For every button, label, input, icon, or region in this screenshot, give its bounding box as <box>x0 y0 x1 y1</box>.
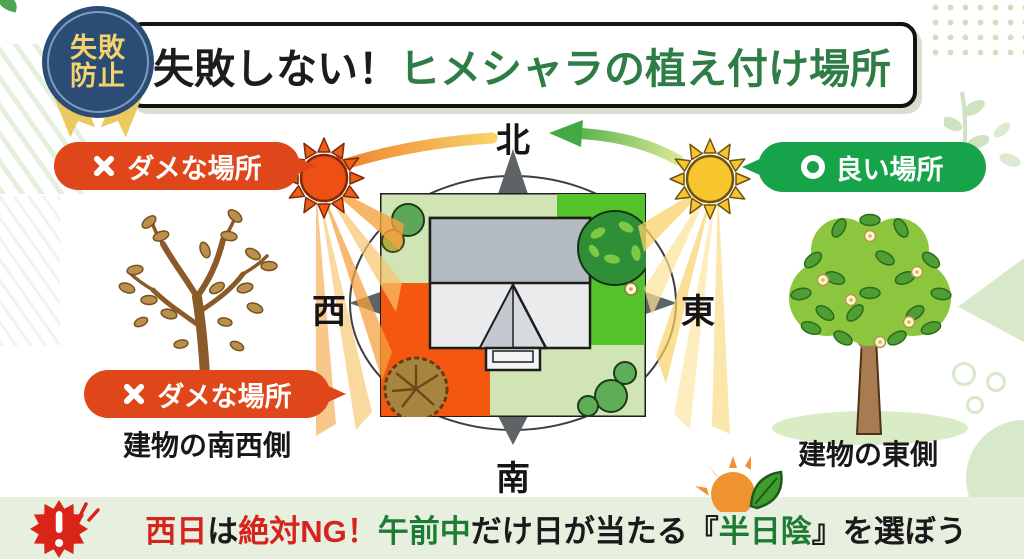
footer-seg: 西日 <box>145 513 208 549</box>
footer-advice-bar: 西日は絶対NG！午前中だけ日が当たる『半日陰』を選ぼう <box>0 497 1024 559</box>
bubble-tail <box>326 385 346 403</box>
east-caption: 建物の東側 <box>797 439 938 470</box>
good-place-label: 良い場所 <box>835 154 944 185</box>
warning-burst-icon <box>30 500 100 558</box>
east-sun-icon <box>669 138 751 220</box>
cross-icon <box>92 154 116 178</box>
compass-east-label: 東 <box>681 293 715 331</box>
good-place-callout-east: 良い場所 <box>742 142 986 192</box>
ring-decoration <box>966 396 984 414</box>
plot-flower <box>624 282 638 296</box>
footer-seg: は <box>207 513 239 549</box>
bad-place-callout-west: ダメな場所 <box>54 142 316 190</box>
badge-line2: 防止 <box>70 61 126 91</box>
ring-decoration <box>986 372 1006 392</box>
site-plan <box>380 193 646 417</box>
compass-north-label: 北 <box>496 122 530 160</box>
plot-bush-east <box>577 210 646 286</box>
page-title: ヒメシャラの植え付け場所 <box>399 46 891 92</box>
title-prefix: 失敗しない！ <box>153 46 399 92</box>
footer-seg: 半日陰 <box>718 513 812 549</box>
healthy-tree-illustration <box>772 213 968 445</box>
cross-icon <box>122 382 146 406</box>
south-needle-icon <box>498 416 528 445</box>
half-shade-sun-leaf-icon <box>695 456 783 512</box>
failure-prevention-badge: 失敗 防止 <box>42 6 154 118</box>
southwest-caption: 建物の南西側 <box>122 430 291 461</box>
withered-tree-illustration <box>118 209 278 377</box>
bad-place-label: ダメな場所 <box>157 381 292 412</box>
west-sun-rays <box>316 182 404 436</box>
dots-decoration <box>928 0 1024 62</box>
bubble-tail <box>742 158 762 176</box>
plot-dead-tree <box>383 356 449 417</box>
footer-seg: 午前中 <box>377 513 471 549</box>
footer-seg: 絶対NG！ <box>238 513 378 549</box>
compass-south-label: 南 <box>496 460 530 498</box>
footer-seg: だけ日が当たる『 <box>470 513 719 549</box>
tree-flowers <box>816 229 924 349</box>
house-illustration <box>428 216 592 372</box>
north-needle-icon <box>498 149 528 194</box>
entrance-steps <box>484 346 542 372</box>
plot-bushes-south <box>577 361 637 417</box>
bad-place-label: ダメな場所 <box>127 153 262 184</box>
badge-line1: 失敗 <box>70 32 126 63</box>
compass-west-label: 西 <box>312 293 346 331</box>
bubble-tail <box>296 157 316 175</box>
east-sun-rays <box>638 182 730 434</box>
title-bar: 失敗しない！ ヒメシャラの植え付け場所 <box>127 22 917 108</box>
circle-icon <box>800 155 825 179</box>
footer-seg: 』を選ぼう <box>811 513 967 549</box>
ring-decoration <box>952 362 976 386</box>
sun-path-arrow-east <box>549 120 684 166</box>
bad-place-callout-southwest: ダメな場所 <box>84 370 346 418</box>
green-arrowhead-icon <box>549 120 583 147</box>
stripes-decoration-left <box>0 196 60 346</box>
